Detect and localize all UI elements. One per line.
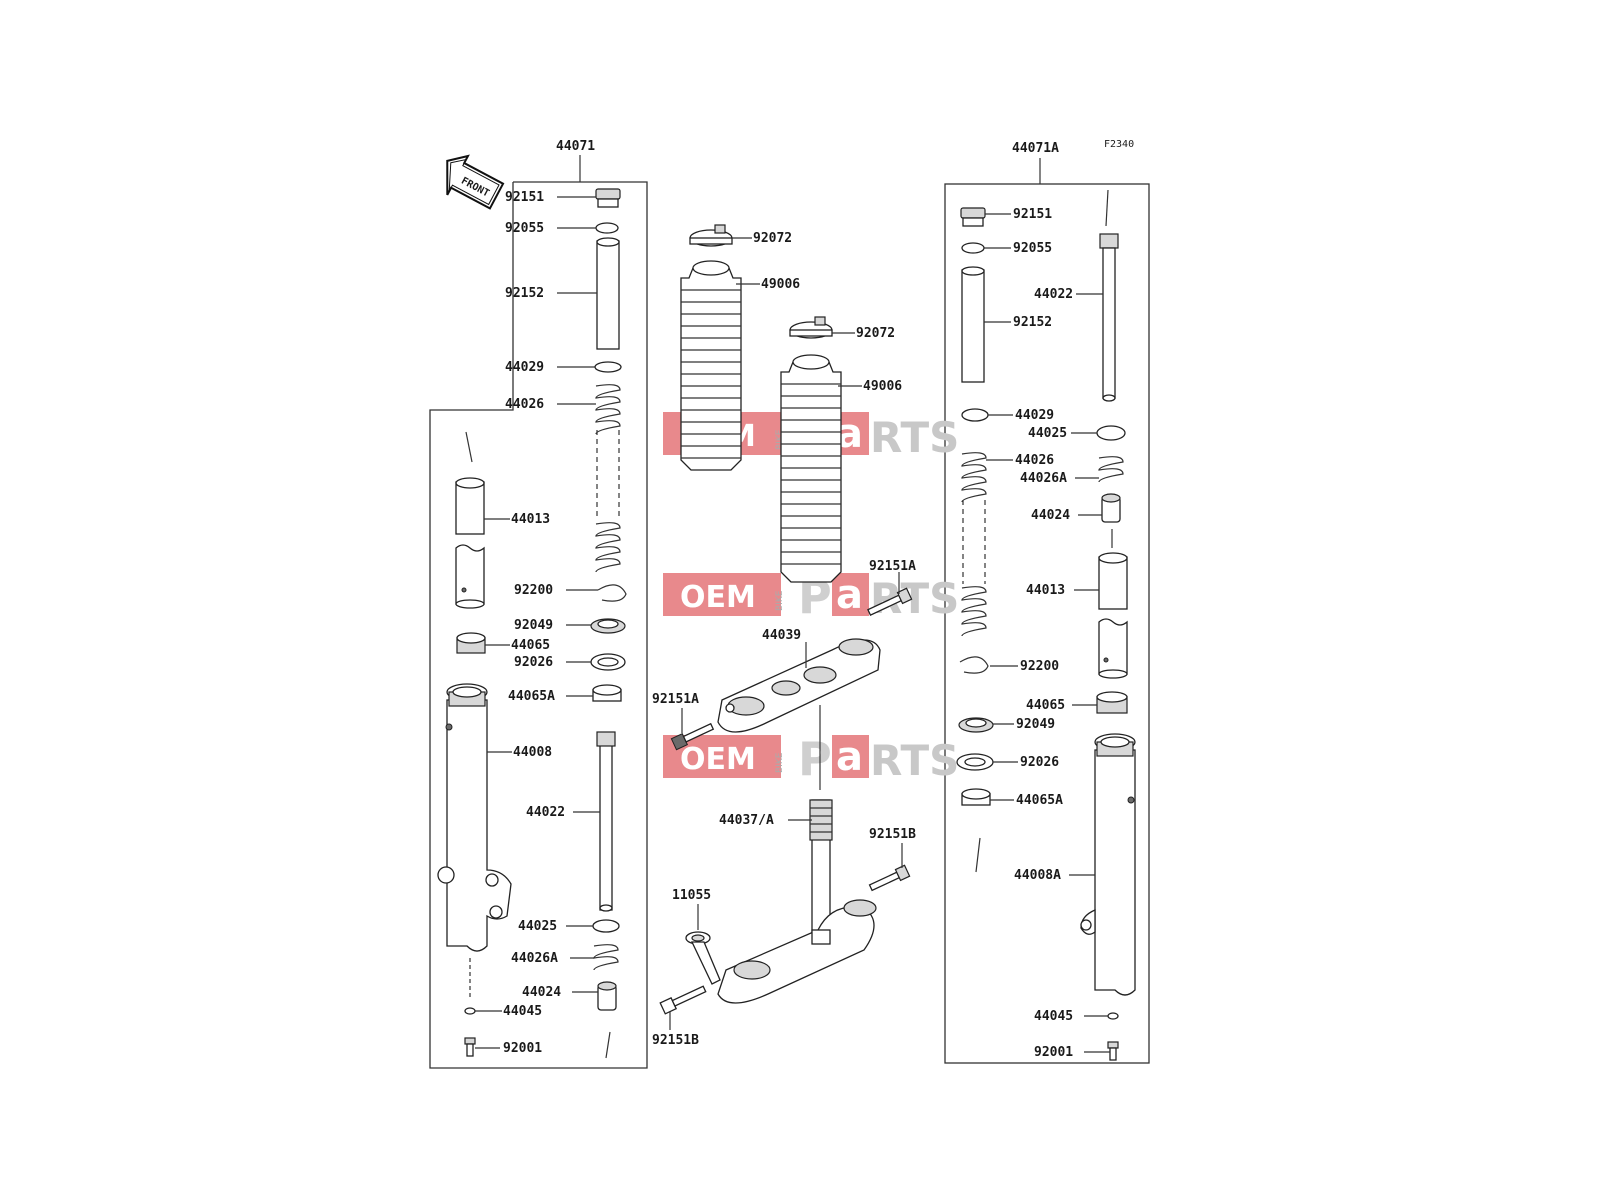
right-assembly-title: 44071A [1012,141,1059,156]
part-label: 92049 [1016,717,1055,732]
part-label: 44026 [1015,453,1054,468]
part-label: 11055 [672,888,711,903]
part-label: 44045 [1034,1009,1073,1024]
part-label: 92072 [856,326,895,341]
part-label: 92151B [869,827,916,842]
left-parts [437,188,627,1059]
part-label: 92152 [505,286,544,301]
part-label: 49006 [761,277,800,292]
right-spring-icon [961,452,987,637]
part-label: 44065A [508,689,555,704]
left-labels: 92151 92055 92152 44029 44026 44013 9220… [503,190,565,1056]
steering-stem-icon [809,799,833,935]
watermark-a: a [836,572,863,618]
part-label: 92001 [503,1041,542,1056]
part-label: 44045 [503,1004,542,1019]
part-label: 44013 [1026,583,1065,598]
part-label: 92072 [753,231,792,246]
figure-code: F2340 [1104,139,1134,150]
part-label: 92151A [869,559,916,574]
part-label: 44025 [1028,426,1067,441]
part-label: 92055 [1013,241,1052,256]
upper-triple-clamp-icon [717,638,881,733]
left-outer-tube-icon [437,683,512,952]
watermark-bike: BIKE [775,590,785,611]
part-label: 92049 [514,618,553,633]
part-label: 92151A [652,692,699,707]
part-label: 92200 [1020,659,1059,674]
part-label: 44022 [1034,287,1073,302]
left-spring-icon [595,384,621,573]
front-arrow-icon: FRONT [446,154,505,210]
part-label: 44065 [1026,698,1065,713]
part-label: 44026A [511,951,558,966]
right-assembly-frame [944,158,1150,1064]
watermark-rts: RTS [870,413,959,462]
part-label: 44025 [518,919,557,934]
part-label: 44008A [1014,868,1061,883]
part-label: 44024 [522,985,561,1000]
part-label: 92151 [505,190,544,205]
part-label: 44008 [513,745,552,760]
watermark-oem: OEM [680,580,756,615]
part-label: 44037/A [719,813,774,828]
left-assembly-title: 44071 [556,139,595,154]
part-label: 44029 [1015,408,1054,423]
part-label: 44026A [1020,471,1067,486]
part-label: 92055 [505,221,544,236]
part-label: 92026 [514,655,553,670]
watermark-a: a [836,734,863,780]
part-label: 49006 [863,379,902,394]
part-label: 44013 [511,512,550,527]
part-label: 92001 [1034,1045,1073,1060]
part-label: 92200 [514,583,553,598]
part-label: 44026 [505,397,544,412]
watermark: OEM BIKE P a RTS [663,732,959,786]
center-labels: 92072 49006 92072 49006 92151A 44039 921… [652,231,916,1048]
watermark-bike: BIKE [775,752,785,773]
part-label: 44039 [762,628,801,643]
lower-triple-clamp-icon [717,899,877,1004]
center-parts [659,224,913,1030]
right-outer-tube-icon [1080,733,1136,996]
part-label: 44065A [1016,793,1063,808]
fork-boot-icon [780,354,842,583]
part-label: 44029 [505,360,544,375]
right-parts [956,189,1136,1061]
watermark-rts: RTS [870,736,959,785]
part-label: 44065 [511,638,550,653]
fork-boot-icon [680,260,742,471]
watermark: OEM BIKE P a RTS [663,570,959,624]
watermark-rts: RTS [870,574,959,623]
part-label: 92026 [1020,755,1059,770]
part-label: 92151 [1013,207,1052,222]
part-label: 44022 [526,805,565,820]
watermark-oem: OEM [680,742,756,777]
watermark-p: P [798,732,832,786]
watermark-bike: BIKE [775,429,785,450]
part-label: 92151B [652,1033,699,1048]
part-label: 92152 [1013,315,1052,330]
left-assembly-frame [429,155,648,1069]
right-labels: 92151 92055 44022 92152 44029 44025 4402… [1013,207,1073,1060]
part-label: 44024 [1031,508,1070,523]
